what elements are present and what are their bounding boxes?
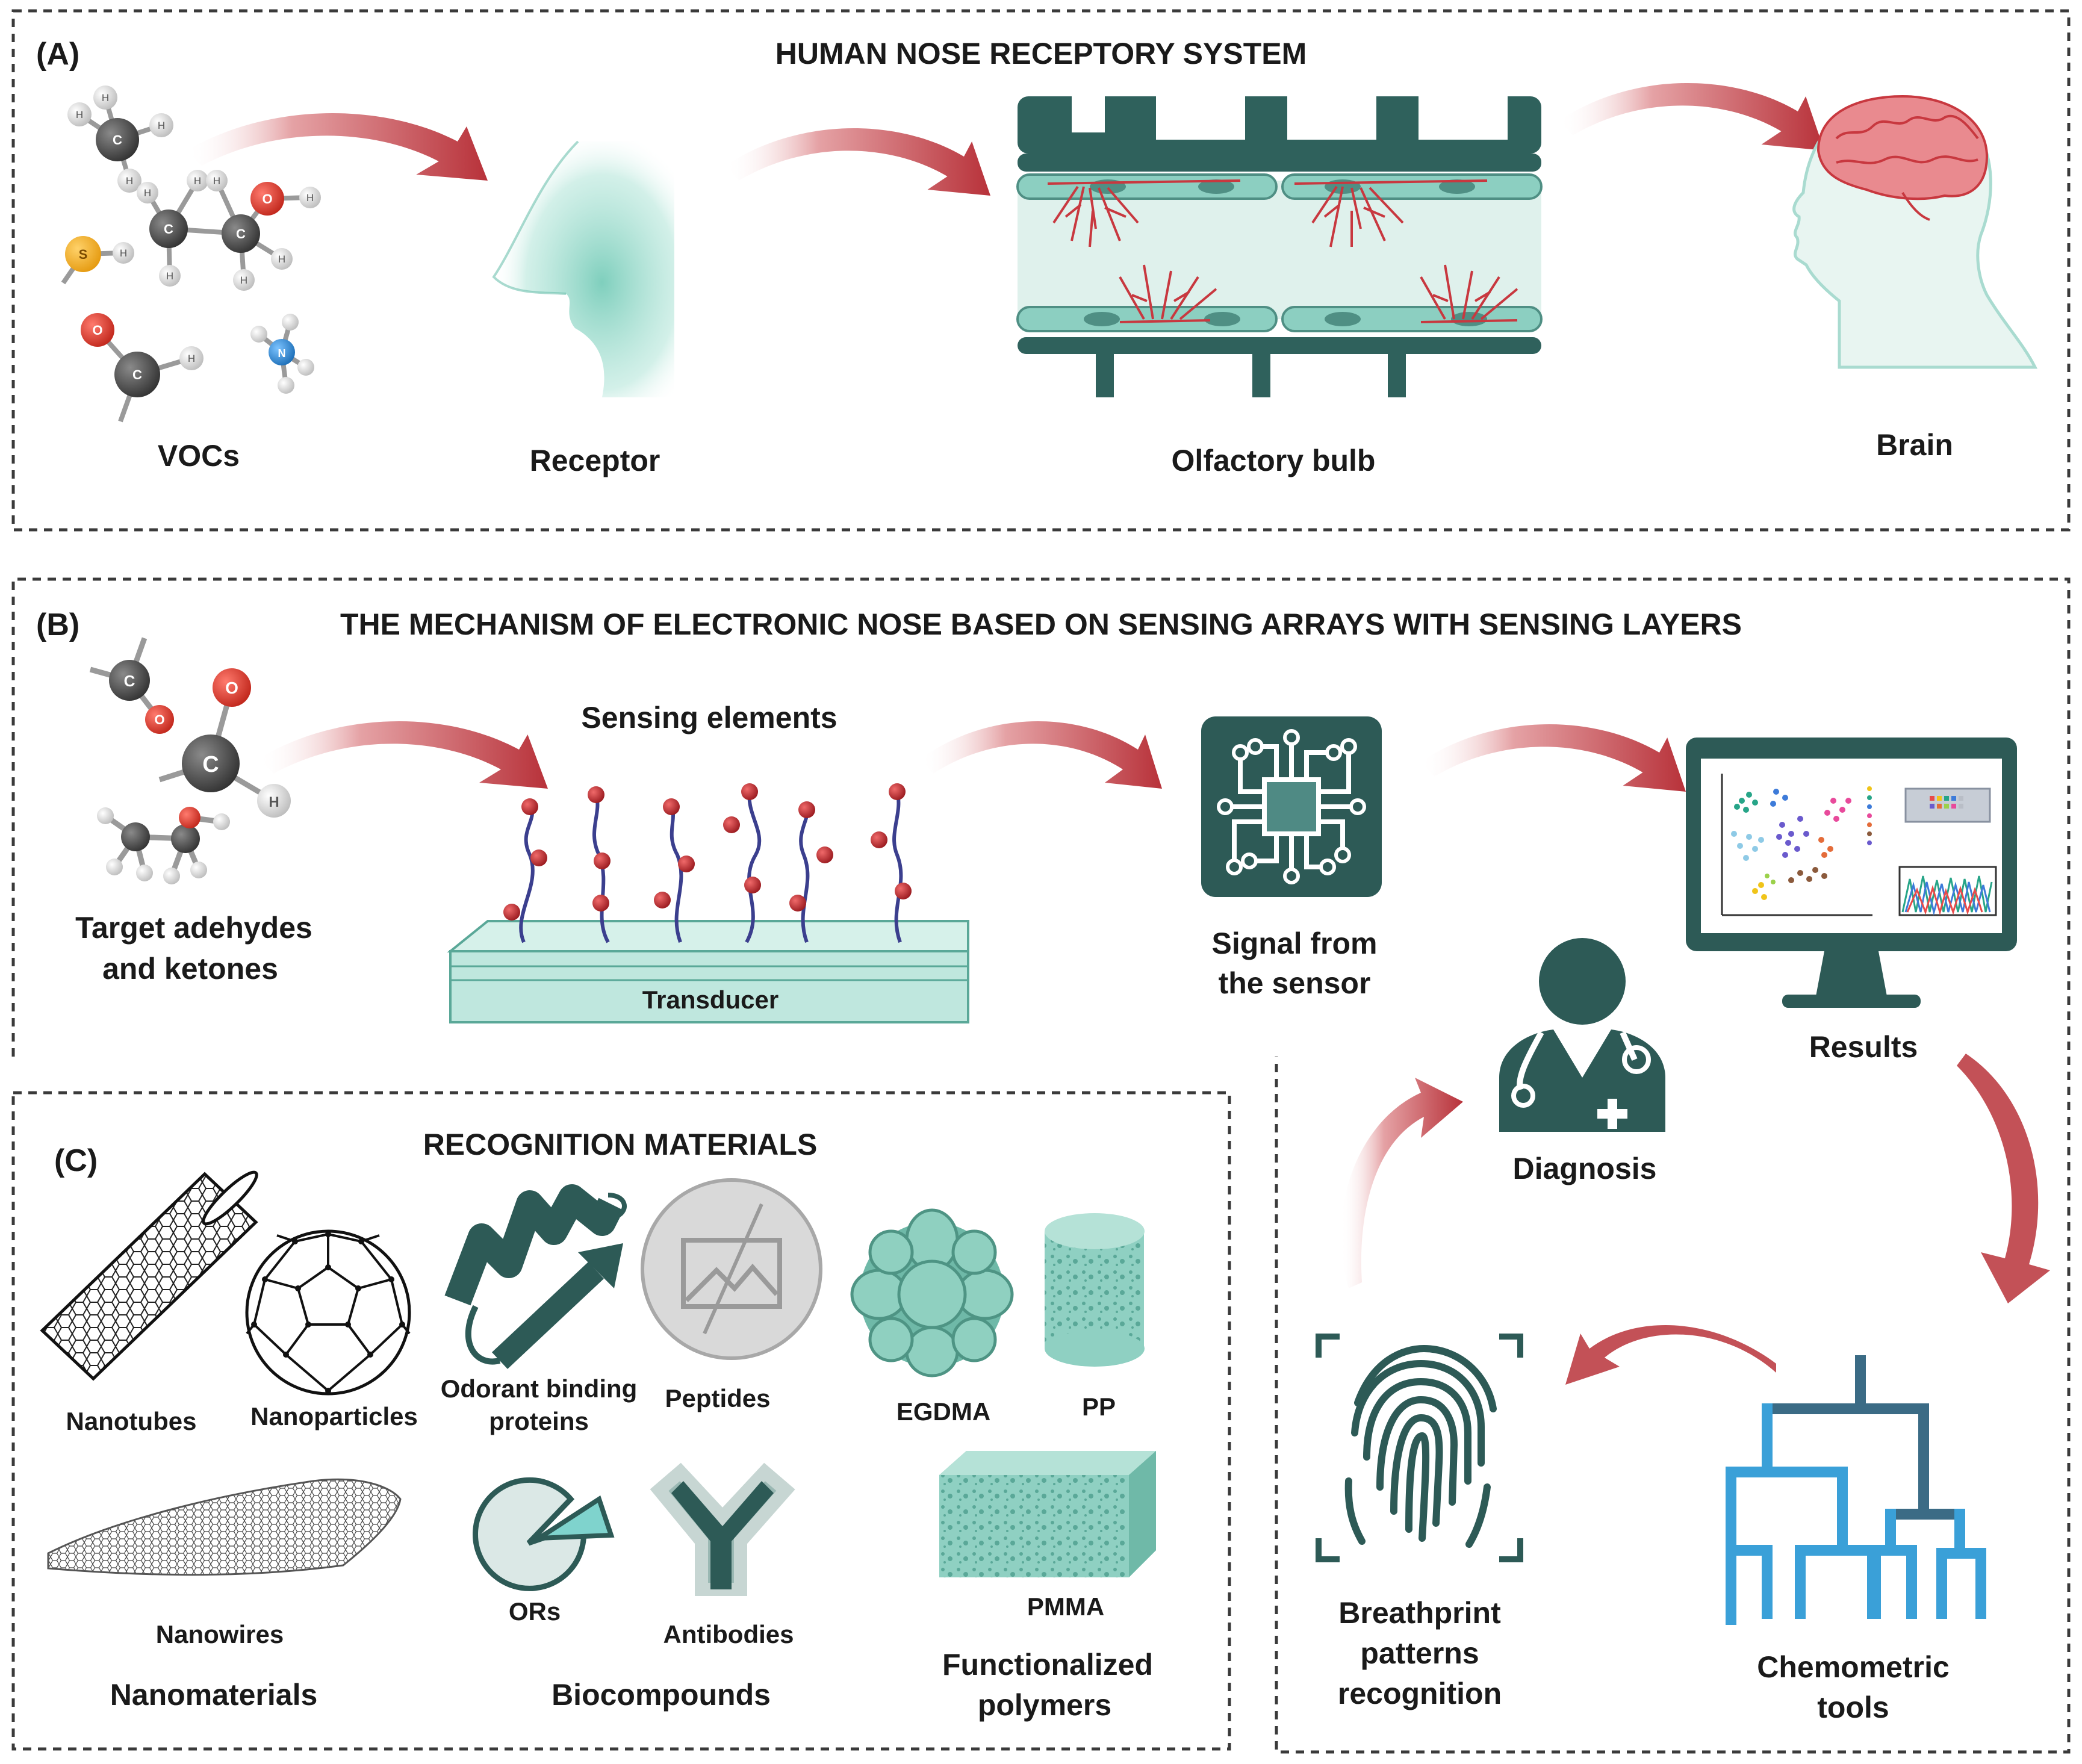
atom-h: H <box>194 175 201 187</box>
atom-h: H <box>144 187 151 199</box>
label-target-line2: and ketones <box>102 952 278 986</box>
panel-a-tag: (A) <box>36 37 80 72</box>
atom-o: O <box>154 712 164 727</box>
atom-h: H <box>240 275 247 286</box>
label-peptides: Peptides <box>665 1384 771 1412</box>
label-pp: PP <box>1081 1393 1116 1421</box>
sensor-chip-icon <box>1201 716 1382 897</box>
label-obp-line2: proteins <box>489 1407 589 1435</box>
atom-h: H <box>188 353 195 364</box>
voc-molecules: C C C O S O C N H H H H H H H H H H H H … <box>61 85 321 423</box>
label-breathprint-line3: recognition <box>1337 1677 1502 1710</box>
panel-a-title: HUMAN NOSE RECEPTORY SYSTEM <box>775 37 1307 70</box>
arrow-vocs-to-receptor <box>187 113 488 181</box>
cycle-arrows <box>1341 1054 2050 1385</box>
label-chemometric-line2: tools <box>1817 1691 1889 1724</box>
antibody-icon <box>650 1462 795 1596</box>
panel-b-frame <box>11 577 2071 1754</box>
fingerprint-icon <box>1316 1334 1523 1562</box>
label-nanowires: Nanowires <box>155 1620 284 1648</box>
label-nanomaterials: Nanomaterials <box>110 1678 318 1712</box>
atom-c: C <box>132 367 142 382</box>
egdma-icon <box>850 1208 1014 1377</box>
pp-cylinder-icon <box>1045 1213 1145 1367</box>
atom-c: C <box>202 752 219 777</box>
doctor-icon <box>1499 938 1665 1132</box>
peptides-image-placeholder <box>641 1178 822 1360</box>
panel-b-title: THE MECHANISM OF ELECTRONIC NOSE BASED O… <box>340 607 1742 641</box>
label-transducer: Transducer <box>642 986 779 1014</box>
label-vocs: VOCs <box>157 439 240 473</box>
target-molecules: C O O C H <box>89 637 291 884</box>
atom-h: H <box>76 109 83 120</box>
label-antibodies: Antibodies <box>663 1620 794 1648</box>
atom-o: O <box>262 191 272 207</box>
label-functionalized-line1: Functionalized <box>942 1648 1153 1682</box>
pmma-block-icon <box>939 1451 1156 1577</box>
panel-a-frame <box>11 9 2071 532</box>
label-diagnosis: Diagnosis <box>1512 1152 1657 1185</box>
label-pmma: PMMA <box>1027 1592 1105 1621</box>
atom-c: C <box>236 226 246 241</box>
label-brain: Brain <box>1876 428 1953 462</box>
olfactory-bulb-illustration <box>1016 96 1543 397</box>
results-monitor-icon <box>1686 738 2017 1008</box>
label-nanotubes: Nanotubes <box>66 1407 197 1435</box>
label-chemometric-line1: Chemometric <box>1757 1650 1950 1684</box>
odorant-binding-protein-icon <box>444 1184 627 1369</box>
label-sensing-elements: Sensing elements <box>581 701 837 734</box>
label-olfactory-bulb: Olfactory bulb <box>1171 444 1376 477</box>
label-egdma: EGDMA <box>896 1397 991 1426</box>
panel-b-tag: (B) <box>36 607 80 642</box>
atom-c: C <box>164 222 173 237</box>
atom-h: H <box>269 794 279 810</box>
label-breathprint-line2: patterns <box>1360 1636 1479 1670</box>
arrow-receptor-to-bulb <box>726 128 990 196</box>
panel-c-frame <box>11 1091 1231 1751</box>
atom-o: O <box>92 323 102 338</box>
label-receptor: Receptor <box>529 444 660 477</box>
brain-head-illustration <box>1792 95 2038 369</box>
atom-h: H <box>158 120 165 131</box>
label-signal-line2: the sensor <box>1218 966 1371 1000</box>
arrow-sensing-to-signal <box>921 721 1162 789</box>
label-nanoparticles: Nanoparticles <box>250 1402 418 1430</box>
atom-h: H <box>126 175 133 187</box>
dendrogram-icon <box>1726 1355 1986 1625</box>
graphene-sheet-icon <box>47 1478 402 1576</box>
atom-h: H <box>213 175 220 187</box>
atom-o: O <box>225 679 238 697</box>
atom-c: C <box>124 672 135 690</box>
fullerene-icon <box>245 1229 411 1396</box>
atom-h: H <box>120 247 127 259</box>
nose-receptor-illustration <box>492 140 674 397</box>
atom-h: H <box>102 92 109 104</box>
arrow-target-to-sensing <box>259 721 548 789</box>
panel-c-tag: (C) <box>54 1143 98 1178</box>
label-functionalized-line2: polymers <box>977 1688 1112 1722</box>
nanotube-icon <box>40 1170 258 1381</box>
label-ors: ORs <box>508 1597 561 1626</box>
ors-pie-icon <box>473 1477 615 1591</box>
panel-c-title: RECOGNITION MATERIALS <box>423 1128 818 1161</box>
atom-h: H <box>278 253 285 265</box>
label-obp-line1: Odorant binding <box>440 1374 638 1403</box>
atom-s: S <box>79 247 88 262</box>
atom-h: H <box>166 270 173 282</box>
atom-h: H <box>306 192 314 203</box>
label-target-line1: Target adehydes <box>75 911 312 945</box>
atom-n: N <box>278 347 286 359</box>
sensing-array <box>447 783 969 1023</box>
arrow-bulb-to-brain <box>1559 82 1824 151</box>
label-biocompounds: Biocompounds <box>552 1678 771 1712</box>
label-breathprint-line1: Breathprint <box>1338 1596 1501 1630</box>
arrow-signal-to-results <box>1421 724 1686 792</box>
label-signal-line1: Signal from <box>1211 927 1378 960</box>
label-results: Results <box>1809 1030 1918 1064</box>
atom-c: C <box>113 132 122 148</box>
